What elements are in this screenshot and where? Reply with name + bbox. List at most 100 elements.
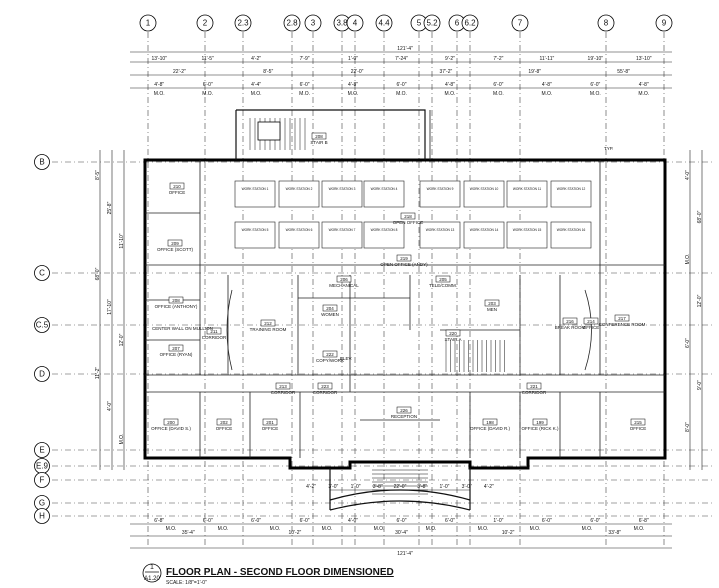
room-number-box <box>167 239 183 247</box>
dimension-value: 6'-0" <box>542 518 552 524</box>
typ-note: TYP. <box>604 146 613 151</box>
dimension-value: 6'-0" <box>203 518 213 524</box>
room-number-box <box>260 319 276 327</box>
room-number-box <box>169 182 185 190</box>
dimension-value: 3'-0" <box>462 484 472 490</box>
elev-note: ELEV. <box>340 356 352 361</box>
room-name: OFFICE <box>216 426 233 431</box>
room-number: 220 <box>449 331 457 336</box>
room-number-box <box>532 418 548 426</box>
column-grid-label: 6.2 <box>464 19 476 28</box>
room-name: OFFICE <box>169 190 186 195</box>
dimension-value: 35'-4" <box>182 530 195 536</box>
room-name: MEN <box>487 307 497 312</box>
room-name: OFFICE <box>583 325 600 330</box>
room-number-box <box>583 317 599 325</box>
interior-partitions <box>145 110 665 458</box>
room-number: 209 <box>171 241 179 246</box>
workstation-label: WORK STATION 11 <box>513 187 542 191</box>
workstation-label: WORK STATION 15 <box>513 228 542 232</box>
dimension-value: 10'-2" <box>502 530 515 536</box>
room-name: BREAK ROOM <box>555 325 586 330</box>
workstation-label: WORK STATION 5 <box>242 228 269 232</box>
dimension-value: 6'-0" <box>300 518 310 524</box>
workstation <box>321 221 363 249</box>
room-number-box <box>216 418 232 426</box>
row-grid-label: C.5 <box>36 321 49 330</box>
dimension-value: 7'-24" <box>395 56 408 62</box>
workstation <box>278 221 320 249</box>
mo-label: M.O. <box>478 526 489 532</box>
room-number: 210 <box>173 184 181 189</box>
dimension-value: 7'-9" <box>300 56 310 62</box>
mo-label: M.O. <box>445 91 456 97</box>
workstation-label: WORK STATION 4 <box>371 187 398 191</box>
room-number: 213 <box>279 384 287 389</box>
room-name: CORRIDOR <box>313 390 338 395</box>
room-number-box <box>396 406 412 414</box>
column-grid-bubble <box>304 14 322 32</box>
dimension-value: 1'-0" <box>493 518 503 524</box>
mo-label: M.O. <box>270 526 281 532</box>
right-dimension-value: 4'-0" <box>685 170 691 180</box>
mo-label: M.O. <box>166 526 177 532</box>
workstation <box>419 180 461 208</box>
mo-label: M.O. <box>374 526 385 532</box>
room-name: RECEPTION <box>391 414 417 419</box>
column-grid-label: 1 <box>146 19 151 28</box>
dimension-value: 1'-0" <box>439 484 449 490</box>
workstation <box>234 180 276 208</box>
dimension-value: 6'-0" <box>590 82 600 88</box>
dimension-strings: 121'-4" 121'-4" <box>99 46 703 557</box>
dimension-value: 4'-8" <box>154 82 164 88</box>
dimension-value: 6'-0" <box>590 518 600 524</box>
column-grid-label: 3.8 <box>336 19 348 28</box>
workstation-label: WORK STATION 13 <box>426 228 455 232</box>
room-number-box <box>168 296 184 304</box>
row-grid-label: B <box>39 158 44 167</box>
mo-label: M.O. <box>426 526 437 532</box>
room-number: 207 <box>172 346 180 351</box>
dimension-value: 4'-2" <box>484 484 494 490</box>
room-number: 208 <box>315 134 323 139</box>
row-grid-label: H <box>39 512 45 521</box>
workstation <box>463 180 505 208</box>
row-grid-bubble <box>34 472 50 488</box>
room-number: 208 <box>172 298 180 303</box>
room-number-box <box>206 327 222 335</box>
mo-label: M.O. <box>396 91 407 97</box>
room-name: OFFICE (DAVID S.) <box>151 426 191 431</box>
dimension-value: 33'-8" <box>608 530 621 536</box>
room-number: 202 <box>220 420 228 425</box>
room-number: 201 <box>266 420 274 425</box>
mo-label: M.O. <box>582 526 593 532</box>
room-number: 221 <box>530 384 538 389</box>
stairs <box>249 118 505 495</box>
room-name: CONFERENCE ROOM <box>599 322 646 327</box>
entry-stair-treads <box>372 469 428 495</box>
stair-a-treads <box>445 340 505 372</box>
workstation-label: WORK STATION 10 <box>470 187 499 191</box>
column-grid-label: 9 <box>662 19 667 28</box>
workstation-label: WORK STATION 7 <box>329 228 356 232</box>
workstation <box>234 221 276 249</box>
workstation-label: WORK STATION 12 <box>557 187 586 191</box>
room-name: OFFICE (RYAN) <box>160 352 193 357</box>
room-number: 215 <box>634 420 642 425</box>
mo-label: M.O. <box>590 91 601 97</box>
column-grid-bubble <box>511 14 529 32</box>
dimension-value: 6'-0" <box>445 518 455 524</box>
workstation-label: WORK STATION 16 <box>557 228 586 232</box>
dimension-value: 55'-8" <box>617 69 630 75</box>
dimension-value: 4'-0" <box>348 518 358 524</box>
column-grid-label: 5.2 <box>426 19 438 28</box>
workstation <box>419 221 461 249</box>
room-name: OFFICE (DAVID R.) <box>470 426 510 431</box>
mo-label: M.O. <box>251 91 262 97</box>
column-grid-label: 2.8 <box>286 19 298 28</box>
room-number: 203 <box>488 301 496 306</box>
column-grid-bubble <box>655 14 673 32</box>
right-dimension-value: 9'-0" <box>697 380 703 390</box>
